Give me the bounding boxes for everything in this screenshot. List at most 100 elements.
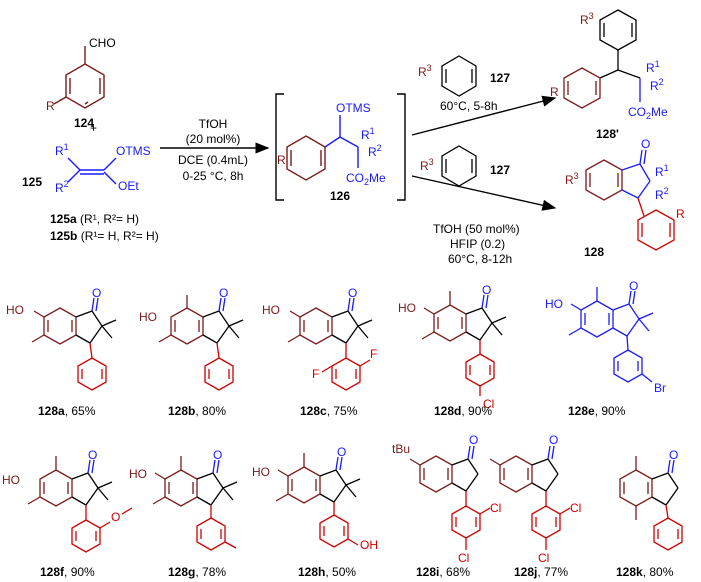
atom-o: O	[482, 283, 491, 297]
condition-1: TfOH	[199, 117, 228, 131]
atom-cl: Cl	[483, 397, 494, 411]
atom-ho: HO	[6, 303, 24, 317]
compound-128a: HO O 128a, 65%	[6, 286, 117, 418]
atom-oh: OH	[360, 538, 378, 552]
benzaldehyde-structure: CHO R 124 +	[46, 36, 116, 135]
ketene-otms: OTMS	[116, 144, 151, 158]
intermediate-ester: CO2Me	[346, 171, 386, 187]
product-bottom-r: R	[676, 207, 685, 221]
compound-128c-label: 128c, 75%	[300, 404, 358, 418]
compound-128j-label: 128j, 77%	[514, 565, 568, 579]
cho-group: CHO	[89, 36, 116, 50]
arene-127-bottom: R3 127	[420, 145, 510, 187]
atom-o: O	[549, 433, 558, 447]
atom-methoxy-o: O	[111, 510, 120, 524]
atom-o: O	[88, 448, 97, 462]
atom-cl-1: Cl	[490, 501, 501, 515]
product-top-ester: CO2Me	[628, 105, 668, 121]
arrow-top-path	[411, 95, 557, 136]
path-bottom-condition-1: TfOH (50 mol%)	[433, 222, 520, 236]
compound-128c: HO O F F 128c, 75%	[262, 286, 377, 418]
compound-128prime-label: 128'	[596, 127, 619, 141]
intermediate-r2: R2	[368, 143, 382, 159]
atom-tbu: tBu	[392, 442, 410, 456]
atom-o: O	[219, 286, 228, 300]
ketene-r1: R1	[55, 142, 69, 158]
atom-cl-2: Cl	[458, 551, 469, 565]
path-top-conditions: 60°C, 5-8h	[440, 99, 498, 113]
atom-ho: HO	[398, 301, 416, 315]
intermediate-r: R	[277, 153, 286, 167]
intermediate-otms: OTMS	[336, 101, 371, 115]
compound-128e: HO O Br 128e, 90%	[545, 279, 666, 418]
atom-o: O	[213, 448, 222, 462]
product-128prime-structure: R3 R R1 R2 CO2Me 128'	[550, 9, 668, 141]
compound-128i: tBu O Cl Cl 128i, 68%	[392, 433, 501, 579]
compound-128d: HO O Cl 128d, 90%	[398, 283, 507, 418]
atom-o: O	[337, 445, 346, 459]
compound-128a-label: 128a, 65%	[38, 404, 96, 418]
compound-128k: O 128k, 80%	[616, 448, 683, 579]
ketene-oet: OEt	[118, 179, 139, 193]
arene-top-label: 127	[490, 71, 510, 85]
arene-bottom-r3: R3	[420, 157, 434, 173]
atom-ho: HO	[2, 473, 20, 487]
ketene-r2: R2	[55, 179, 69, 195]
compound-128j: O Cl Cl 128j, 77%	[489, 433, 581, 579]
atom-o: O	[348, 286, 357, 300]
compound-128e-label: 128e, 90%	[568, 404, 626, 418]
compound-128b-label: 128b, 80%	[168, 404, 226, 418]
atom-f-2: F	[312, 367, 319, 381]
compound-124-label: 124	[74, 116, 94, 130]
product-top-r1: R1	[646, 59, 660, 75]
product-top-r: R	[550, 85, 559, 99]
compound-128g: HO O 128g, 78%	[129, 448, 238, 579]
atom-cl-2: Cl	[538, 551, 549, 565]
variant-125b: 125b (R¹= H, R²= H)	[50, 229, 159, 243]
bracket-left	[275, 93, 284, 201]
atom-ho: HO	[545, 297, 563, 311]
atom-ho: HO	[129, 467, 147, 481]
compound-128k-label: 128k, 80%	[616, 565, 674, 579]
atom-f-1: F	[370, 347, 377, 361]
path-bottom-condition-2: HFIP (0.2)	[450, 237, 505, 251]
product-bottom-r1: R1	[655, 163, 669, 179]
product-128-structure: O R3 R1 R2 R 128	[565, 137, 685, 259]
compound-128f: HO O O 128f, 90%	[2, 448, 133, 579]
atom-o: O	[669, 448, 678, 462]
compound-128h: HO O OH 128h, 50%	[252, 445, 378, 579]
atom-o: O	[629, 279, 638, 293]
aldehyde-r-label: R	[46, 99, 55, 113]
product-top-r2: R2	[650, 77, 664, 93]
compound-125-label: 125	[22, 175, 42, 189]
atom-o: O	[92, 286, 101, 300]
product-bottom-r2: R2	[655, 186, 669, 202]
arene-127-top: R3 127	[418, 55, 510, 97]
compound-128b: HO O 128b, 80%	[139, 286, 244, 418]
variant-125a: 125a (R¹, R²= H)	[50, 212, 139, 226]
compound-128g-label: 128g, 78%	[168, 565, 226, 579]
compound-128h-label: 128h, 50%	[298, 565, 356, 579]
atom-ho: HO	[262, 303, 280, 317]
path-bottom-condition-3: 60°C, 8-12h	[448, 252, 512, 266]
condition-2: (20 mol%)	[186, 132, 241, 146]
compound-128f-label: 128f, 90%	[40, 565, 95, 579]
product-bottom-r3: R3	[565, 171, 579, 187]
intermediate-126-structure: OTMS R R1 R2 CO2Me 126	[277, 101, 386, 203]
ketene-acetal-structure: R1 R2 OTMS OEt 125	[22, 142, 151, 195]
compound-126-label: 126	[330, 189, 350, 203]
atom-ho: HO	[252, 465, 270, 479]
compound-128i-label: 128i, 68%	[416, 565, 470, 579]
atom-br: Br	[654, 381, 666, 395]
compound-128-label: 128	[584, 245, 604, 259]
condition-4: 0-25 °C, 8h	[183, 169, 244, 183]
intermediate-r1: R1	[361, 126, 375, 142]
bracket-right	[397, 93, 406, 201]
atom-cl-1: Cl	[570, 501, 581, 515]
atom-ho: HO	[139, 310, 157, 324]
arene-bottom-label: 127	[490, 163, 510, 177]
atom-o: O	[469, 433, 478, 447]
arrow-bottom-path	[411, 175, 557, 211]
compound-128d-label: 128d, 90%	[434, 404, 492, 418]
plus-sign: +	[90, 121, 97, 135]
